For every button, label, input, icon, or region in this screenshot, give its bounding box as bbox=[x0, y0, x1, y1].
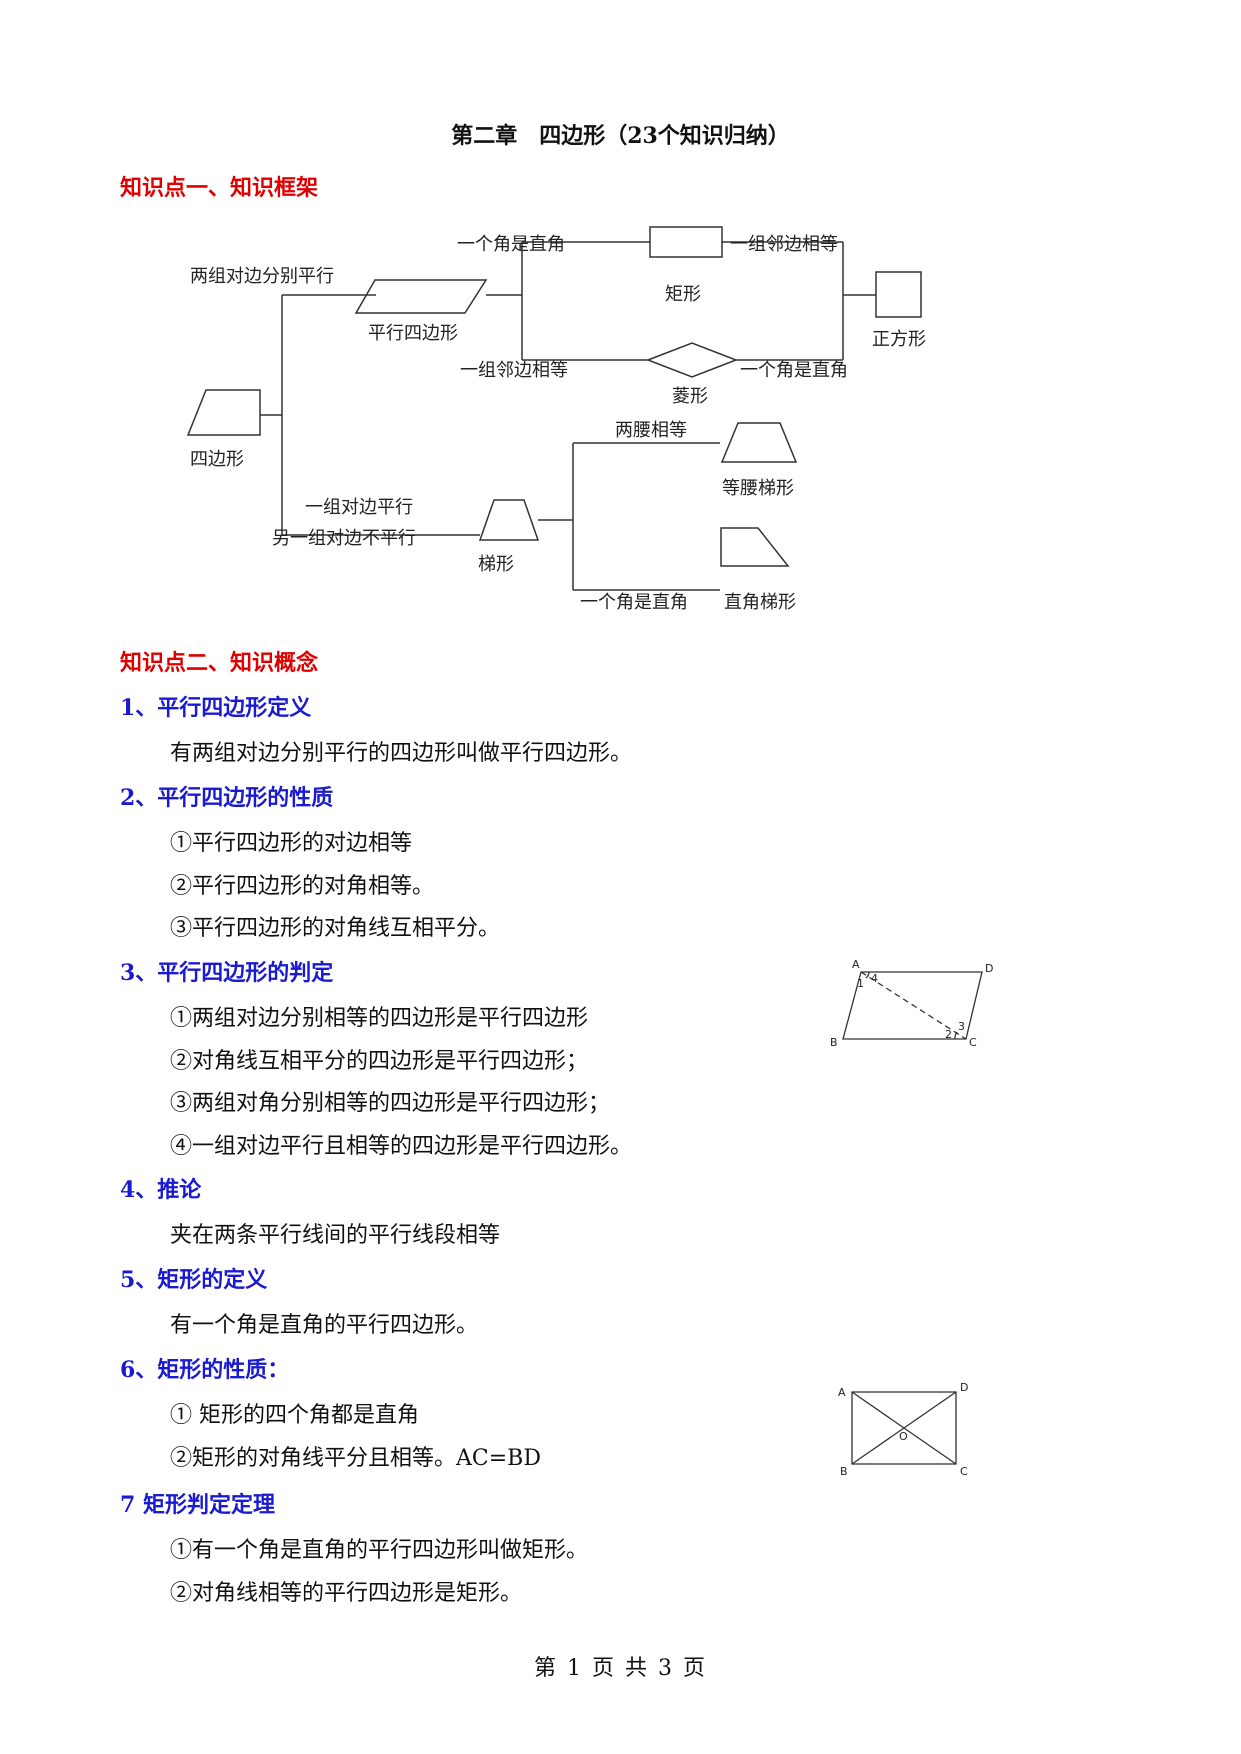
fig2-label-B: B bbox=[840, 1465, 848, 1478]
label-parallelogram-condition: 两组对边分别平行 bbox=[190, 266, 334, 287]
label-trapezoid: 梯形 bbox=[478, 554, 514, 575]
label-rectangle-condition: 一个角是直角 bbox=[457, 234, 565, 255]
fig1-angle-4: 4 bbox=[871, 972, 878, 985]
item-line: ①有一个角是直角的平行四边形叫做矩形。 bbox=[170, 1538, 589, 1563]
right-trapezoid-shape bbox=[720, 527, 790, 567]
parallelogram-figure: A D B C 1 4 2 3 bbox=[830, 958, 993, 1049]
label-square-condition-1: 一组邻边相等 bbox=[730, 234, 838, 255]
fig1-angle-3: 3 bbox=[958, 1020, 965, 1033]
fig1-label-C: C bbox=[969, 1036, 977, 1049]
section-heading-framework: 知识点一、知识框架 bbox=[120, 175, 319, 201]
item-heading: 6、矩形的性质： bbox=[120, 1357, 290, 1383]
quadrilateral-shape bbox=[186, 389, 261, 436]
label-square-condition-2: 一个角是直角 bbox=[740, 360, 848, 381]
item-heading: 5、矩形的定义 bbox=[120, 1267, 268, 1293]
fig2-label-D: D bbox=[960, 1381, 968, 1394]
label-isosceles-condition: 两腰相等 bbox=[615, 420, 687, 441]
rectangle-shape bbox=[649, 226, 723, 258]
label-square: 正方形 bbox=[872, 329, 926, 350]
item-heading: 1、平行四边形定义 bbox=[120, 695, 312, 721]
item-line: ④一组对边平行且相等的四边形是平行四边形。 bbox=[170, 1134, 633, 1159]
square-shape bbox=[875, 271, 922, 318]
fig1-label-B: B bbox=[830, 1036, 838, 1049]
label-rectangle: 矩形 bbox=[665, 284, 701, 305]
item-line: ②对角线相等的平行四边形是矩形。 bbox=[170, 1581, 523, 1606]
item-heading: 2、平行四边形的性质 bbox=[120, 785, 334, 811]
rectangle-figure: A D B C O bbox=[838, 1381, 968, 1478]
label-isosceles-trapezoid: 等腰梯形 bbox=[722, 478, 794, 499]
fig1-label-A: A bbox=[852, 958, 860, 971]
label-trapezoid-condition-1: 一组对边平行 bbox=[305, 497, 413, 518]
label-trapezoid-condition-2: 另一组对边不平行 bbox=[272, 528, 416, 549]
item-heading: 3、平行四边形的判定 bbox=[120, 960, 334, 986]
label-right-trapezoid-condition: 一个角是直角 bbox=[580, 592, 688, 613]
fig1-label-D: D bbox=[985, 962, 993, 975]
fig2-label-O: O bbox=[899, 1430, 908, 1443]
item-line: ②对角线互相平分的四边形是平行四边形； bbox=[170, 1049, 589, 1074]
item-line: ③两组对角分别相等的四边形是平行四边形； bbox=[170, 1091, 611, 1116]
isosceles-trapezoid-shape bbox=[720, 422, 798, 463]
item-line: 夹在两条平行线间的平行线段相等 bbox=[170, 1223, 501, 1248]
label-parallelogram: 平行四边形 bbox=[368, 323, 458, 344]
item-heading: 7 矩形判定定理 bbox=[120, 1492, 275, 1518]
parallelogram-shape bbox=[354, 279, 488, 314]
item-line: ① 矩形的四个角都是直角 bbox=[170, 1403, 419, 1428]
rhombus-shape bbox=[645, 342, 739, 378]
item-line: 有两组对边分别平行的四边形叫做平行四边形。 bbox=[170, 741, 633, 766]
item-line: ①平行四边形的对边相等 bbox=[170, 831, 413, 856]
trapezoid-shape bbox=[478, 499, 540, 541]
label-rhombus: 菱形 bbox=[672, 386, 708, 407]
item-heading: 4、推论 bbox=[120, 1177, 202, 1203]
label-quadrilateral: 四边形 bbox=[190, 449, 244, 470]
fig2-label-C: C bbox=[960, 1465, 968, 1478]
page-footer: 第 1 页 共 3 页 bbox=[534, 1656, 707, 1681]
fig1-angle-2: 2 bbox=[945, 1028, 952, 1041]
label-rhombus-condition: 一组邻边相等 bbox=[460, 360, 568, 381]
item-line: ②平行四边形的对角相等。 bbox=[170, 874, 435, 899]
item-line: ①两组对边分别相等的四边形是平行四边形 bbox=[170, 1006, 589, 1031]
item-line: ②矩形的对角线平分且相等。AC=BD bbox=[170, 1446, 541, 1471]
item-line: 有一个角是直角的平行四边形。 bbox=[170, 1313, 479, 1338]
fig2-label-A: A bbox=[838, 1386, 846, 1399]
section-heading-concepts: 知识点二、知识概念 bbox=[120, 650, 319, 676]
fig1-angle-1: 1 bbox=[857, 977, 864, 990]
label-right-trapezoid: 直角梯形 bbox=[724, 592, 796, 613]
item-line: ③平行四边形的对角线互相平分。 bbox=[170, 916, 501, 941]
knowledge-framework-diagram: 四边形 两组对边分别平行 平行四边形 一个角是直角 矩形 一组邻边相等 正方形 … bbox=[186, 226, 926, 613]
page-title: 第二章 四边形（23个知识归纳） bbox=[451, 123, 790, 149]
